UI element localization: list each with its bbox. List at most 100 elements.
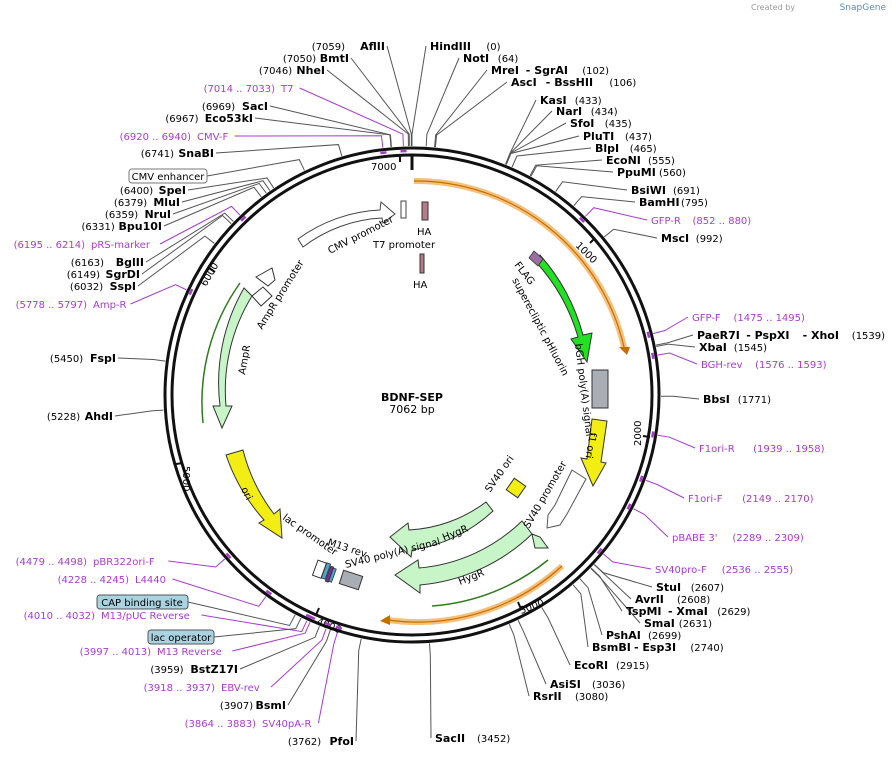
- feature-bgh-polya[interactable]: [591, 369, 609, 409]
- primer-sv40pa-r-range: (3864 .. 3883): [185, 719, 257, 730]
- site-ecori-name: EcoRI: [574, 659, 608, 672]
- feature-ori[interactable]: [225, 449, 283, 539]
- leader-lines: [114, 45, 700, 742]
- site-hindiii-pos: (0): [486, 42, 500, 53]
- orf-highlight-main-line: [413, 180, 625, 348]
- primer-cmv-f-range: (6920 .. 6940): [120, 132, 192, 143]
- primer-gfp-r-range: (852 .. 880): [693, 216, 752, 227]
- primer-sv40pa-r-mark: [335, 625, 343, 630]
- site-hindiii-leader: [411, 45, 427, 146]
- feature-hygr-inner[interactable]: [389, 501, 494, 559]
- primer-cmv-f-mark: [380, 151, 387, 155]
- feature-superecliptic-phluorin[interactable]: [535, 254, 593, 364]
- site-aflii-pos: (7059): [312, 42, 345, 53]
- feature-ampr-promoter[interactable]: [255, 267, 276, 287]
- feature-t7-promoter[interactable]: [400, 200, 407, 219]
- primer-cmv-f-name: CMV-F: [197, 132, 228, 143]
- primer-pbabe-3-leader: [633, 508, 669, 538]
- cap-binding-site-label: CAP binding site: [101, 598, 183, 609]
- site-paer7i-alt: - PspXI: [746, 329, 789, 342]
- site-fspi-pos: (5450): [50, 354, 83, 365]
- feature-lac-operator[interactable]: [320, 562, 332, 580]
- site-pluti-leader: [505, 135, 580, 165]
- feature-ha-2[interactable]: [419, 253, 425, 274]
- feature-sv40-ori[interactable]: [505, 477, 527, 499]
- cap-binding-site-box[interactable]: [96, 594, 189, 610]
- backbone-outer-strand: [163, 146, 661, 644]
- primer-f1ori-f-mark: [638, 475, 644, 482]
- site-nari-name: NarI: [556, 105, 582, 118]
- site-bglii-pos: (6163): [71, 258, 104, 269]
- site-mlui-name: MluI: [153, 196, 180, 209]
- primer-gfp-r-mark: [578, 216, 585, 223]
- site-bbsi-leader: [660, 395, 700, 400]
- site-bamhi-pos: (795): [681, 198, 708, 209]
- site-bmti-leader: [350, 57, 410, 147]
- site-asisi-pos: (3036): [592, 680, 625, 691]
- site-mrei-name: MreI: [491, 64, 519, 77]
- site-ecori-pos: (2915): [616, 661, 649, 672]
- tick-2000: [642, 435, 651, 438]
- feature-hygr-outer[interactable]: [394, 520, 533, 594]
- primer-l4440-mark: [265, 589, 272, 596]
- site-ecori-leader: [541, 607, 571, 666]
- site-nari-leader: [505, 110, 553, 165]
- lac-operator-box[interactable]: [147, 629, 215, 645]
- orf-highlight-hygr-line: [387, 565, 563, 623]
- site-aflii-name: AflII: [360, 40, 385, 53]
- created-by-text: Created by: [751, 3, 795, 12]
- site-snabi-leader: [215, 144, 343, 157]
- primer-sv40pro-f-mark: [596, 547, 603, 555]
- site-sfoi-pos: (435): [605, 119, 632, 130]
- feature-sv40-promoter[interactable]: [546, 469, 587, 529]
- label-lac-promoter: lac promoter: [280, 512, 339, 558]
- orf-highlights: [201, 177, 630, 625]
- feature-cmv-promoter[interactable]: [297, 201, 396, 248]
- primer-amp-r-range: (5778 .. 5797): [16, 300, 88, 311]
- site-bpu10i-pos: (6331): [82, 222, 115, 233]
- lac-operator-leader: [213, 617, 302, 638]
- feature-flag[interactable]: [528, 250, 544, 267]
- site-hindiii-name: HindIII: [430, 40, 471, 53]
- tick-6000: [208, 267, 216, 273]
- primer-sv40pa-r-name: SV40pA-R: [262, 719, 311, 730]
- site-bsmbi-alt: - Esp3I: [634, 641, 676, 654]
- primer-gfp-r-name: GFP-R: [651, 216, 681, 227]
- primer-f1ori-f-name: F1ori-F: [688, 494, 723, 505]
- boxed-labels: CMV enhancer CAP binding site lac operat…: [96, 168, 215, 645]
- site-bsmbi-leader: [572, 584, 589, 648]
- site-bsiwi-name: BsiWI: [631, 184, 666, 197]
- site-ahdi-pos: (5228): [47, 412, 80, 423]
- site-pshai-name: PshAI: [606, 629, 641, 642]
- site-noti-name: NotI: [463, 52, 489, 65]
- tick-3000: [517, 601, 522, 610]
- feature-sv40-polya[interactable]: [338, 569, 364, 591]
- primer-t7-leader: [299, 87, 404, 147]
- label-t7-promoter: T7 promoter: [372, 240, 436, 251]
- snapgene-branding: Created by SnapGene: [751, 3, 886, 13]
- primer-sv40pro-f-leader: [603, 553, 652, 570]
- feature-f1-ori[interactable]: [580, 418, 608, 488]
- tick-4000: [315, 607, 320, 616]
- feature-cap-binding-site[interactable]: [328, 567, 337, 583]
- primer-m13-puc-reverse-name: M13/pUC Reverse: [101, 611, 190, 622]
- site-avrii-pos: (2608): [677, 595, 710, 606]
- site-nrui-name: NruI: [144, 208, 171, 221]
- site-rsrii-leader: [508, 624, 530, 697]
- site-eco53ki-name: Eco53kI: [205, 112, 253, 125]
- site-spei-leader: [187, 177, 275, 191]
- site-bamhi-leader: [573, 196, 636, 207]
- site-paer7i-alt2: - XhoI: [803, 329, 839, 342]
- site-tspmi-leader: [590, 567, 623, 612]
- feature-ha-1[interactable]: [421, 201, 429, 221]
- cmv-enhancer-box[interactable]: [128, 168, 208, 184]
- primer-gfp-f-name: GFP-F: [692, 313, 721, 324]
- site-pshai-pos: (2699): [648, 631, 681, 642]
- feature-ampr-promoter-block[interactable]: [251, 286, 273, 307]
- feature-ampr[interactable]: [212, 287, 253, 430]
- site-spei-name: SpeI: [159, 184, 186, 197]
- cap-binding-site-leader: [187, 601, 296, 627]
- primer-f1ori-r-leader: [657, 434, 696, 449]
- site-blpi-pos: (465): [630, 144, 657, 155]
